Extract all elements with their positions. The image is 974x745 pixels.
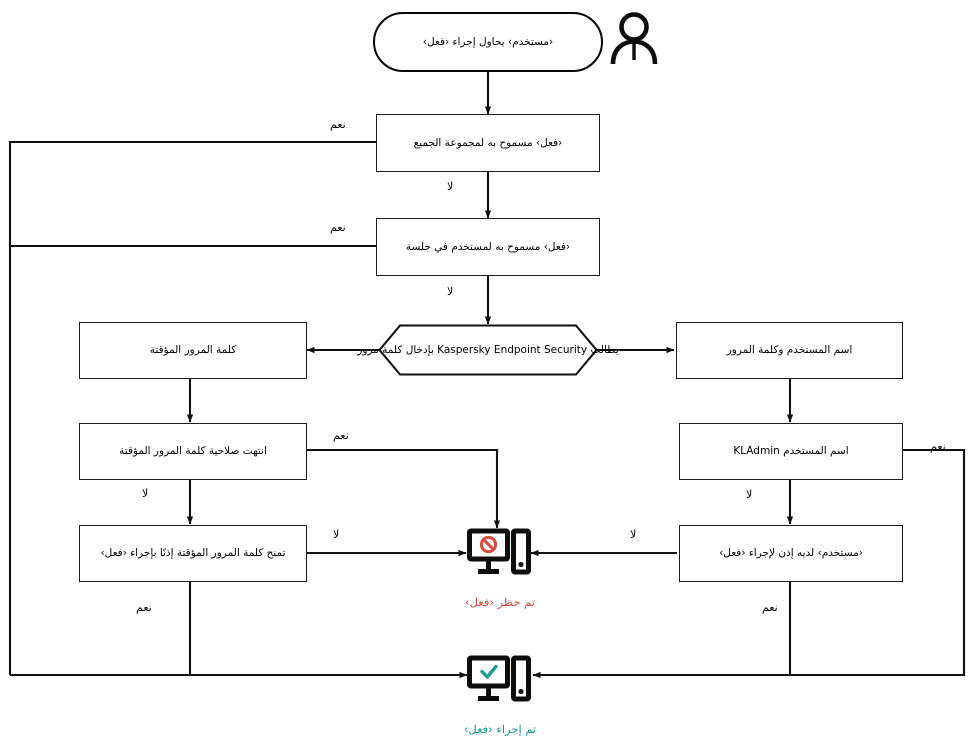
node-everyone-allowed[interactable]: ‹فعل› مسموح به لمجموعة الجميع bbox=[376, 114, 600, 172]
edge-label-l9: نعم bbox=[930, 440, 946, 453]
edge-label-l8: نعم bbox=[136, 601, 152, 614]
node-start-label: ‹مستخدم› يحاول إجراء ‹فعل› bbox=[422, 35, 554, 48]
node-everyone-allowed-label: ‹فعل› مسموح به لمجموعة الجميع bbox=[413, 136, 563, 149]
node-kes-password-prompt[interactable]: يطالب Kaspersky Endpoint Security بإدخال… bbox=[357, 324, 619, 376]
node-user-has-permission[interactable]: ‹مستخدم› لديه إذن لإجراء ‹فعل› bbox=[679, 525, 903, 582]
edge-label-l7: لا bbox=[333, 528, 340, 541]
edge-label-l2: لا bbox=[447, 180, 454, 193]
node-temp-password-grants[interactable]: تمنح كلمة المرور المؤقتة إذنًا بإجراء ‹ف… bbox=[79, 525, 307, 582]
done-status-label: تم إجراء ‹فعل› bbox=[463, 722, 537, 736]
node-temp-password-expired[interactable]: انتهت صلاحية كلمة المرور المؤقتة bbox=[79, 423, 307, 480]
node-temp-password[interactable]: كلمة المرور المؤقتة bbox=[79, 322, 307, 379]
edge-label-l12: نعم bbox=[762, 601, 778, 614]
node-kes-password-prompt-label: يطالب Kaspersky Endpoint Security بإدخال… bbox=[357, 343, 619, 356]
edge-label-l11: لا bbox=[630, 528, 637, 541]
node-user-has-permission-label: ‹مستخدم› لديه إذن لإجراء ‹فعل› bbox=[719, 547, 863, 560]
person-icon bbox=[605, 10, 663, 66]
node-temp-password-expired-label: انتهت صلاحية كلمة المرور المؤقتة bbox=[119, 445, 267, 458]
node-session-user-allowed-label: ‹فعل› مسموح به لمستخدم في جلسة bbox=[405, 240, 571, 253]
node-kladmin-username-label: اسم المستخدم KLAdmin bbox=[733, 445, 849, 458]
monitor-blocked-icon bbox=[467, 528, 531, 578]
edge-label-l6: نعم bbox=[333, 429, 349, 442]
node-username-password[interactable]: اسم المستخدم وكلمة المرور bbox=[676, 322, 903, 379]
edge-label-l4: لا bbox=[447, 285, 454, 298]
edge-label-l1: نعم bbox=[330, 118, 346, 131]
node-username-password-label: اسم المستخدم وكلمة المرور bbox=[726, 344, 853, 357]
node-session-user-allowed[interactable]: ‹فعل› مسموح به لمستخدم في جلسة bbox=[376, 218, 600, 276]
edge-label-l3: نعم bbox=[330, 221, 346, 234]
node-temp-password-grants-label: تمنح كلمة المرور المؤقتة إذنًا بإجراء ‹ف… bbox=[100, 547, 286, 560]
blocked-status-label: تم حظر ‹فعل› bbox=[464, 595, 535, 609]
edge-label-l10: لا bbox=[746, 488, 753, 501]
edge-label-l5: لا bbox=[142, 487, 149, 500]
node-temp-password-label: كلمة المرور المؤقتة bbox=[149, 344, 237, 357]
node-kladmin-username[interactable]: اسم المستخدم KLAdmin bbox=[679, 423, 903, 480]
node-start[interactable]: ‹مستخدم› يحاول إجراء ‹فعل› bbox=[373, 12, 603, 72]
monitor-check-icon bbox=[467, 655, 531, 705]
